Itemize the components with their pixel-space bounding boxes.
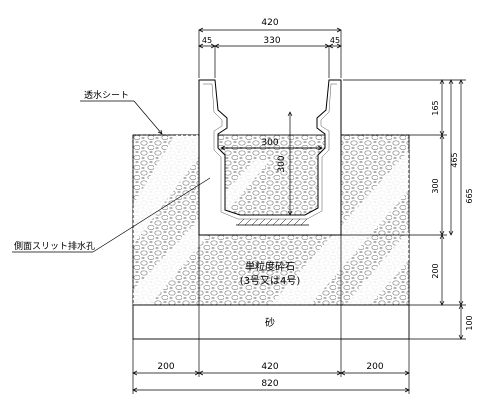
right-total-label: 665	[465, 188, 474, 203]
bottom-total-label: 820	[261, 379, 278, 389]
top-center-label: 330	[263, 36, 280, 46]
bottom-dimension-lines	[132, 235, 410, 394]
gravel-label-line2: (3号又は4号)	[240, 275, 301, 287]
top-right-label: 45	[330, 36, 340, 45]
top-total-label: 420	[261, 18, 278, 28]
bottom-center-label: 420	[261, 362, 278, 372]
sand-layer	[132, 304, 410, 340]
inner-dimensions	[220, 111, 323, 216]
right-middle-label: 300	[431, 178, 440, 193]
sheet-label: 透水シート	[84, 89, 129, 101]
right-bottom-label: 100	[465, 315, 474, 330]
slit-label: 側面スリット排水孔	[14, 240, 95, 252]
right-lower-label: 200	[431, 263, 440, 278]
callout-lines	[12, 100, 211, 253]
inner-height-label: 300	[277, 155, 287, 172]
right-dimension-lines	[341, 79, 466, 340]
right-upper-label: 165	[431, 100, 440, 115]
bottom-left-label: 200	[157, 362, 174, 372]
bottom-right-label: 200	[366, 362, 383, 372]
inner-width-label: 300	[261, 138, 278, 148]
sand-label: 砂	[265, 316, 275, 329]
top-left-label: 45	[202, 36, 212, 45]
right-465-label: 465	[450, 152, 459, 167]
gravel-label-line1: 単粒度砕石	[245, 260, 295, 273]
top-dimension-lines	[198, 27, 342, 78]
